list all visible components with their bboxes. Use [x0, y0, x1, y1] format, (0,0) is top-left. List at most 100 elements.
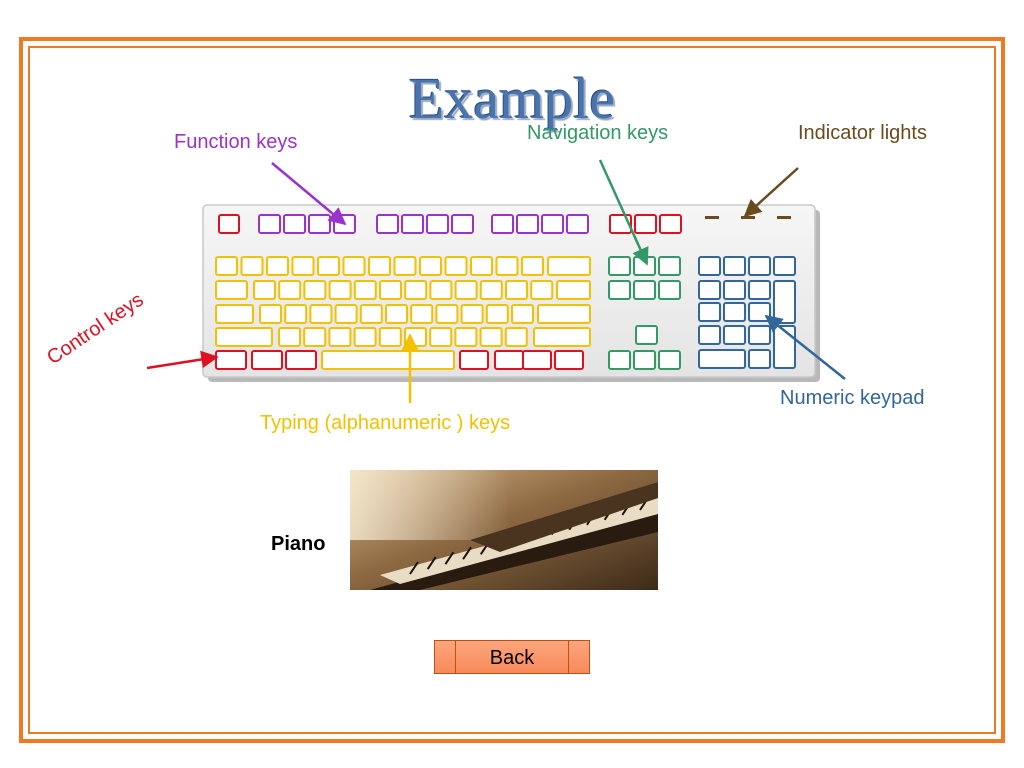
typing-key: [505, 280, 528, 300]
function-keys-arrow: [271, 162, 347, 226]
callout-indicator-lights: Indicator lights: [798, 122, 927, 144]
function-key: [541, 214, 564, 234]
numeric-key: [723, 256, 746, 276]
typing-key: [379, 280, 402, 300]
numeric-key: [748, 325, 771, 345]
piano-black-key: [444, 551, 455, 565]
typing-key: [328, 280, 352, 300]
function-key: [401, 214, 424, 234]
typing-key: [278, 280, 302, 300]
navigation-key: [633, 280, 656, 300]
function-key: [308, 214, 331, 234]
navigation-key: [658, 350, 681, 370]
typing-key: [309, 304, 333, 324]
typing-key: [303, 327, 327, 347]
function-key: [283, 214, 306, 234]
typing-key: [404, 280, 428, 300]
navigation-key: [633, 350, 656, 370]
typing-key: [485, 304, 509, 324]
callout-typing-keys: Typing (alphanumeric ) keys: [260, 412, 511, 434]
typing-key: [435, 304, 459, 324]
numeric-key: [748, 349, 771, 369]
page-title: Example: [408, 66, 616, 131]
numeric-key: [748, 280, 771, 300]
control-key: [251, 350, 283, 370]
indicator-light: [741, 216, 755, 219]
typing-key: [385, 304, 408, 324]
numeric-zero-key: [698, 349, 746, 369]
typing-key: [353, 327, 377, 347]
function-key: [491, 214, 514, 234]
indicator-lights-arrow: [743, 167, 799, 218]
control-key: [459, 350, 489, 370]
piano-photo: [350, 470, 658, 590]
typing-key: [317, 256, 340, 276]
typing-key: [511, 304, 534, 324]
numeric-key: [698, 302, 721, 322]
back-button-left-divider: [455, 641, 456, 673]
typing-key: [328, 327, 352, 347]
control-key: [659, 214, 682, 234]
typing-key: [495, 256, 519, 276]
back-button[interactable]: Back: [434, 640, 590, 674]
space-bar: [321, 350, 455, 370]
typing-key: [454, 327, 478, 347]
arrow-up-key: [635, 325, 658, 345]
numeric-keypad-arrow: [764, 314, 846, 380]
typing-key: [404, 327, 427, 347]
function-key: [566, 214, 589, 234]
callout-arrows: [146, 159, 846, 403]
slide-frame-inner: [28, 46, 996, 734]
indicator-light: [777, 216, 791, 219]
numeric-key: [698, 280, 721, 300]
navigation-key: [658, 256, 681, 276]
piano-black-key: [462, 546, 472, 560]
piano-black-key: [409, 561, 419, 575]
function-key: [376, 214, 399, 234]
piano-black-key: [426, 556, 437, 570]
numeric-key: [748, 302, 771, 322]
typing-key: [342, 256, 366, 276]
navigation-key: [658, 280, 681, 300]
callout-navigation-keys: Navigation keys: [527, 122, 669, 144]
navigation-key: [608, 280, 631, 300]
typing-key: [410, 304, 434, 324]
typing-key: [479, 327, 503, 347]
back-button-right-divider: [568, 641, 569, 673]
typing-key: [393, 256, 417, 276]
control-key: [522, 350, 552, 370]
typing-key: [353, 280, 377, 300]
function-key: [516, 214, 539, 234]
typing-key: [504, 327, 528, 347]
tab-key: [215, 280, 248, 300]
right-shift-key: [533, 327, 591, 347]
typing-key: [368, 256, 391, 276]
numeric-key: [723, 325, 746, 345]
typing-key: [266, 256, 289, 276]
control-key: [554, 350, 584, 370]
caps-lock-key: [215, 304, 254, 324]
enter-key: [537, 304, 591, 324]
typing-key: [429, 280, 453, 300]
escape-key: [218, 214, 240, 234]
function-key: [426, 214, 449, 234]
typing-key: [215, 256, 238, 276]
numeric-key: [698, 325, 721, 345]
typing-key: [284, 304, 308, 324]
control-key: [215, 350, 247, 370]
typing-key: [291, 256, 315, 276]
typing-key: [378, 327, 402, 347]
typing-key: [359, 304, 383, 324]
typing-key: [479, 280, 503, 300]
navigation-keys-arrow: [598, 159, 649, 266]
back-button-label: Back: [489, 647, 535, 669]
numeric-key: [723, 302, 746, 322]
function-keys-group: [258, 214, 589, 234]
navigation-key: [608, 256, 631, 276]
typing-key: [444, 256, 468, 276]
numeric-key: [773, 256, 796, 276]
left-shift-key: [215, 327, 273, 347]
function-key: [258, 214, 281, 234]
numeric-key: [723, 280, 746, 300]
